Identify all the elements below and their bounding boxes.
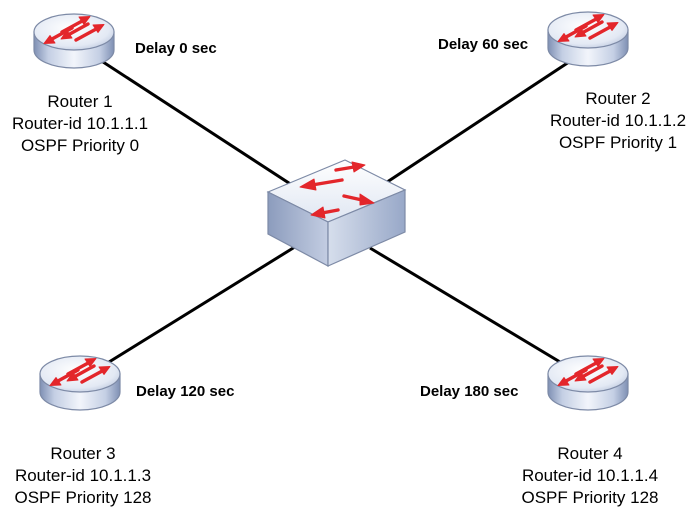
links [79,58,591,382]
switch-icon [266,159,407,267]
router-icon [546,354,630,412]
link-router-1 [99,58,316,202]
router-4: Delay 180 sec Router 4 Router-id 10.1.1.… [420,354,659,507]
ospf-priority: OSPF Priority 128 [15,488,152,507]
router-id: Router-id 10.1.1.1 [12,114,148,133]
router-name: Router 4 [557,444,622,463]
link-router-2 [374,58,573,192]
router-icon [546,10,630,68]
router-3: Delay 120 sec Router 3 Router-id 10.1.1.… [15,354,234,507]
ospf-priority: OSPF Priority 0 [21,136,139,155]
delay-label: Delay 120 sec [136,383,234,400]
link-router-3 [79,243,299,382]
router-name: Router 1 [47,92,112,111]
ospf-priority: OSPF Priority 1 [559,133,677,152]
router-icon [32,12,116,70]
delay-label: Delay 180 sec [420,383,518,400]
router-2: Delay 60 sec Router 2 Router-id 10.1.1.2… [438,10,686,152]
router-id: Router-id 10.1.1.4 [522,466,658,485]
router-id: Router-id 10.1.1.2 [550,111,686,130]
router-name: Router 2 [585,89,650,108]
router-icon [38,354,122,412]
router-id: Router-id 10.1.1.3 [15,466,151,485]
router-name: Router 3 [50,444,115,463]
delay-label: Delay 60 sec [438,36,528,53]
router-1: Delay 0 sec Router 1 Router-id 10.1.1.1 … [12,12,217,155]
link-router-4 [369,246,591,382]
delay-label: Delay 0 sec [135,40,217,57]
ospf-priority: OSPF Priority 128 [522,488,659,507]
